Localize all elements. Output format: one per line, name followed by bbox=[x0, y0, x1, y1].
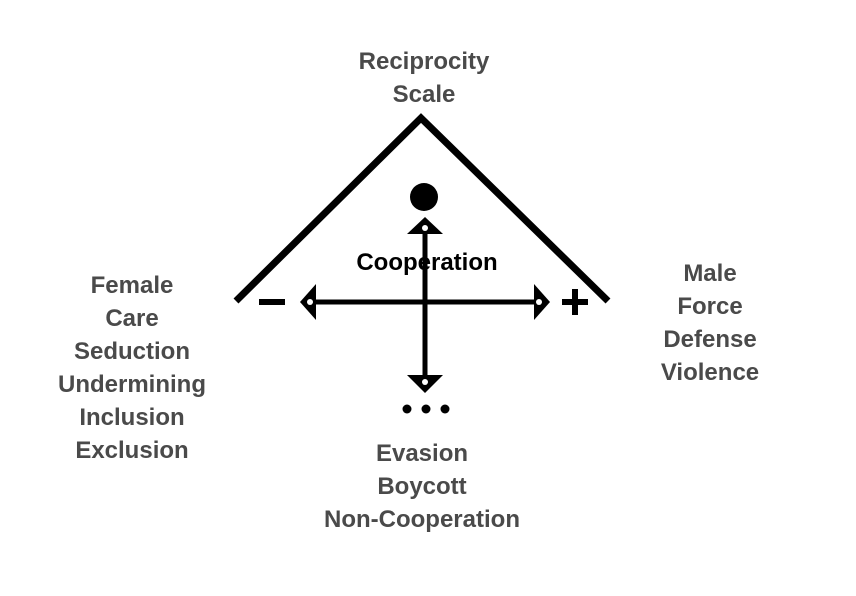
top-circle-icon bbox=[410, 183, 438, 211]
label-line: Seduction bbox=[73, 338, 190, 365]
reciprocity-scale-label: Reciprocity Scale bbox=[324, 45, 524, 111]
plus-sign-icon bbox=[562, 289, 588, 315]
label-line: Inclusion bbox=[79, 404, 185, 431]
female-side-label: Female Care Seduction Undermining Inclus… bbox=[32, 269, 232, 467]
arrowhead-down-icon bbox=[407, 375, 443, 393]
roof-outline bbox=[233, 113, 611, 304]
cooperation-label: Cooperation bbox=[356, 249, 498, 276]
label-line: Care bbox=[105, 305, 159, 332]
ellipsis-icon bbox=[402, 404, 450, 414]
label-line: Boycott bbox=[377, 473, 467, 500]
label-line: Non-Cooperation bbox=[324, 506, 520, 533]
label-line: Evasion bbox=[375, 440, 469, 467]
label-line: Violence bbox=[660, 359, 760, 386]
arrowhead-left-icon bbox=[300, 284, 316, 320]
arrowhead-up-icon bbox=[407, 217, 443, 234]
label-line: Scale bbox=[392, 81, 456, 108]
label-line: Reciprocity bbox=[358, 48, 490, 75]
label-line: Exclusion bbox=[75, 437, 189, 464]
label-line: Male bbox=[683, 260, 737, 287]
label-line: Undermining bbox=[58, 371, 206, 398]
minus-sign-icon bbox=[259, 299, 285, 305]
arrowhead-right-icon bbox=[534, 284, 550, 320]
label-line: Force bbox=[677, 293, 743, 320]
non-cooperation-label: Evasion Boycott Non-Cooperation bbox=[272, 437, 572, 536]
label-line: Defense bbox=[663, 326, 757, 353]
label-line: Female bbox=[90, 272, 174, 299]
male-side-label: Male Force Defense Violence bbox=[610, 257, 810, 389]
